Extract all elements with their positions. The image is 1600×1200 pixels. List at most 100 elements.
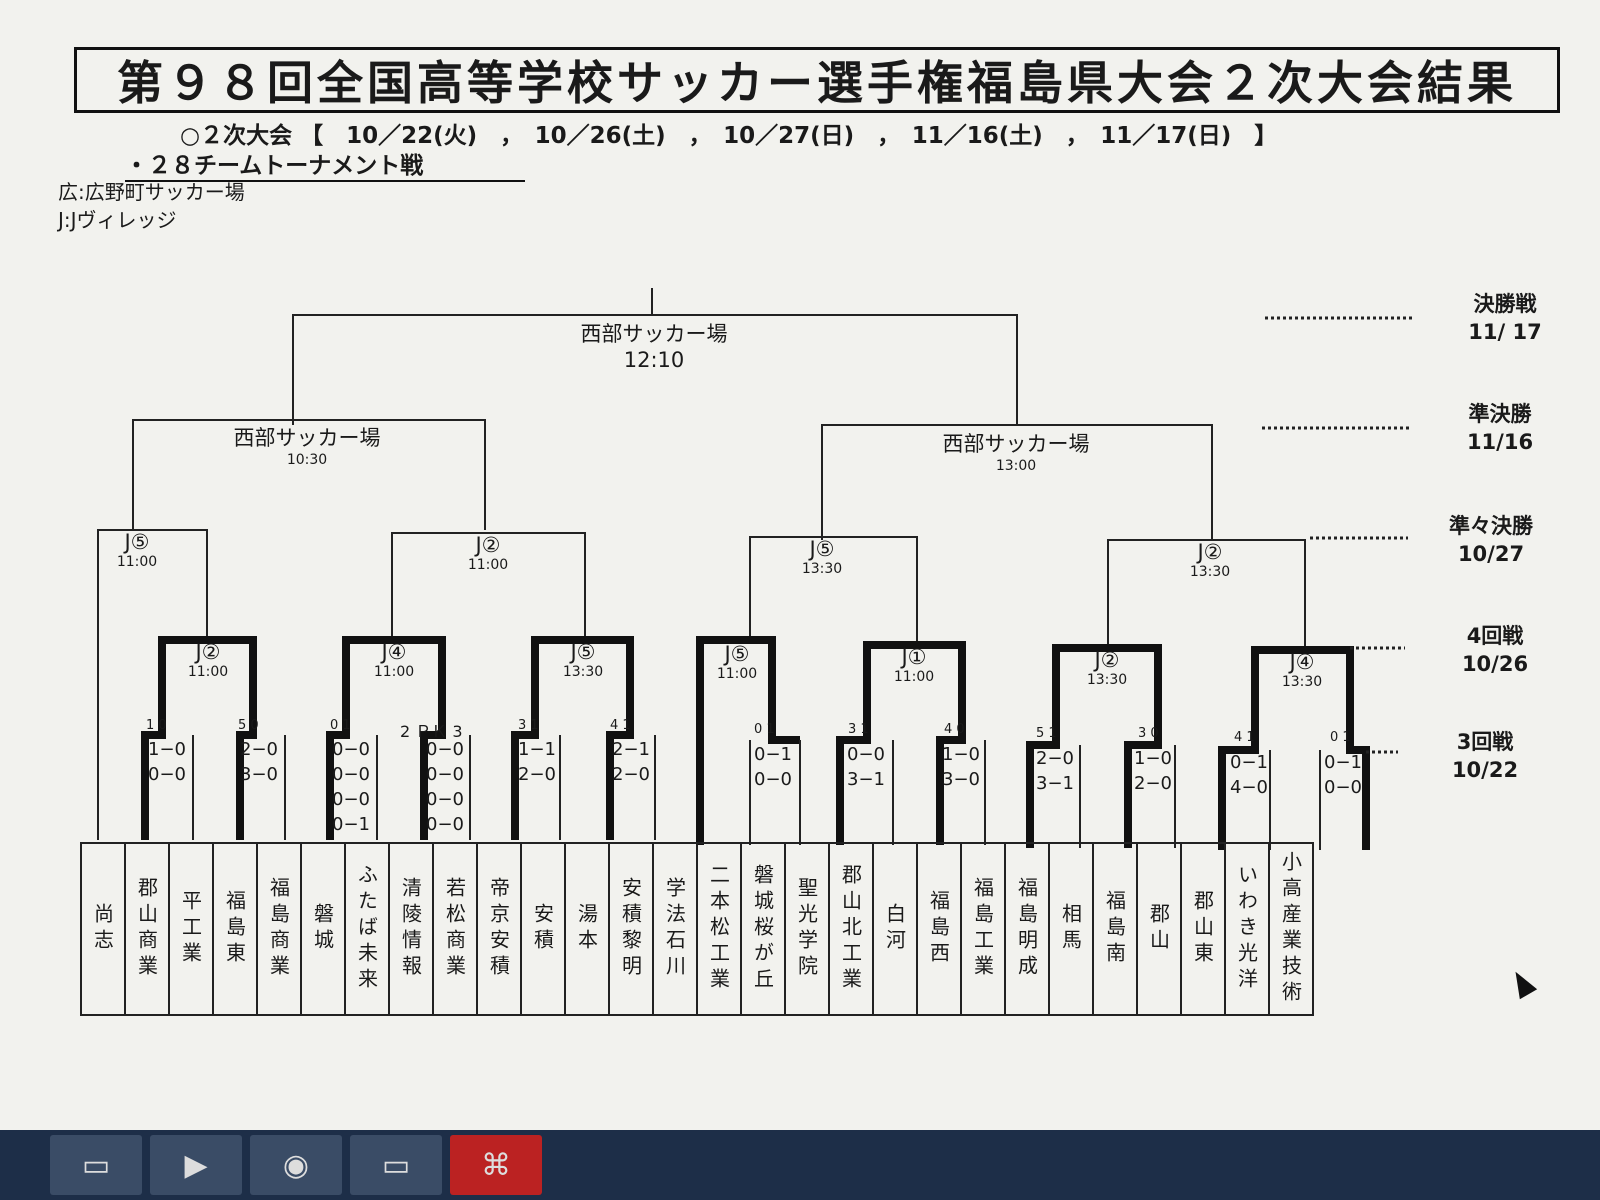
match-venue: J② (1190, 540, 1230, 564)
taskbar: ▭ ▶ ◉ ▭ ⌘ (0, 1130, 1600, 1200)
team-name: 磐城桜が丘 (742, 844, 786, 1014)
score-line: 0−0 (422, 762, 468, 787)
score-line: 2−0 (1130, 771, 1176, 796)
round-label-quarterfinal: 準々決勝 10/27 (1426, 512, 1556, 568)
round-date: 10/26 (1430, 650, 1560, 678)
team-name: 福島工業 (962, 844, 1006, 1014)
penalty-pair: 5 0 (238, 718, 259, 733)
team-name: 尚志 (82, 844, 126, 1014)
pdf-icon[interactable]: ⌘ (450, 1135, 542, 1195)
score-line: 3−1 (1032, 771, 1078, 796)
match-time: 13:30 (1087, 672, 1127, 688)
penalty-pair: 4 0 (944, 722, 965, 737)
team-name: 福島西 (918, 844, 962, 1014)
team-name: 若松商業 (434, 844, 478, 1014)
score-line: 2−0 (514, 762, 560, 787)
round-name: 決勝戦 (1440, 290, 1570, 318)
score-line: 0−0 (144, 762, 190, 787)
round4-match-3: J⑤ 13:30 (563, 640, 603, 680)
score-line: 0−0 (328, 737, 374, 762)
penalty-pair: 3 1 (518, 718, 539, 733)
round4-match-4: J⑤ 11:00 (717, 642, 757, 682)
score-line: 2−0 (1032, 746, 1078, 771)
round-label-round3: 3回戦 10/22 (1420, 728, 1550, 784)
score-box: 0−0 3−1 (843, 742, 889, 792)
score-line: 1−0 (938, 742, 984, 767)
team-name: 安積黎明 (610, 844, 654, 1014)
match-venue: J② (1087, 648, 1127, 672)
score-box: 2−0 3−1 (1032, 746, 1078, 796)
team-name: 磐城 (302, 844, 346, 1014)
penalty-pair: 4 1 (1234, 730, 1255, 745)
score-line: 0−0 (328, 762, 374, 787)
match-time: 13:30 (802, 561, 842, 577)
round-name: 3回戦 (1420, 728, 1550, 756)
round4-match-6: J② 13:30 (1087, 648, 1127, 688)
penalty-pair: 3 0 (1138, 726, 1159, 741)
match-venue: J⑤ (802, 537, 842, 561)
score-box: 0−1 4−0 (1226, 750, 1272, 800)
score-line: 2−1 (608, 737, 654, 762)
score-box: 2−1 2−0 (608, 737, 654, 787)
round-label-final: 決勝戦 11/ 17 (1440, 290, 1570, 346)
penalty-pair: 3 1 (848, 722, 869, 737)
chrome-icon[interactable]: ◉ (250, 1135, 342, 1195)
team-name: 福島明成 (1006, 844, 1050, 1014)
round-date: 11/16 (1435, 428, 1565, 456)
match-time: 12:10 (581, 348, 728, 372)
match-time: 11:00 (894, 669, 934, 685)
score-box: 1−0 2−0 (1130, 746, 1176, 796)
document-sheet: 第９８回全国高等学校サッカー選手権福島県大会２次大会結果 ○２次大会 【 10／… (0, 0, 1600, 1130)
team-name: 郡山商業 (126, 844, 170, 1014)
match-venue: J⑤ (717, 642, 757, 666)
match-venue: J⑤ (563, 640, 603, 664)
score-line: 1−0 (144, 737, 190, 762)
match-time: 11:00 (188, 664, 228, 680)
match-venue: J① (894, 645, 934, 669)
match-time: 13:00 (943, 458, 1090, 474)
semifinal-match-1: 西部サッカー場 10:30 (234, 422, 381, 468)
team-name: 福島商業 (258, 844, 302, 1014)
match-venue: 西部サッカー場 (943, 428, 1090, 458)
match-venue: J④ (1282, 650, 1322, 674)
score-box: 0−0 0−0 0−0 0−1 (328, 737, 374, 837)
team-name: 帝京安積 (478, 844, 522, 1014)
round-name: 4回戦 (1430, 622, 1560, 650)
folder-icon[interactable]: ▭ (50, 1135, 142, 1195)
match-venue: J④ (374, 640, 414, 664)
score-line: 0−0 (843, 742, 889, 767)
penalty-pair: 4 1 (610, 718, 631, 733)
penalty-pair: 0 1 (754, 722, 775, 737)
round4-match-7: J④ 13:30 (1282, 650, 1322, 690)
score-line: 0−0 (750, 767, 796, 792)
score-line: 3−0 (938, 767, 984, 792)
match-time: 13:30 (563, 664, 603, 680)
match-venue: 西部サッカー場 (581, 318, 728, 348)
round4-match-5: J① 11:00 (894, 645, 934, 685)
folder-icon[interactable]: ▭ (350, 1135, 442, 1195)
match-time: 13:30 (1190, 564, 1230, 580)
score-line: 4−0 (1226, 775, 1272, 800)
team-name: いわき光洋 (1226, 844, 1270, 1014)
match-time: 11:00 (374, 664, 414, 680)
score-line: 0−0 (422, 787, 468, 812)
score-line: 3−1 (843, 767, 889, 792)
score-line: 2−0 (236, 737, 282, 762)
score-line: 0−0 (1320, 775, 1366, 800)
match-venue: 西部サッカー場 (234, 422, 381, 452)
team-list: 尚志 郡山商業 平工業 福島東 福島商業 磐城 ふたば未来 清陵情報 若松商業 … (80, 842, 1314, 1016)
score-box: 0−1 0−0 (1320, 750, 1366, 800)
round-label-semifinal: 準決勝 11/16 (1435, 400, 1565, 456)
team-name: 学法石川 (654, 844, 698, 1014)
match-time: 11:00 (117, 554, 157, 570)
match-venue: J② (468, 533, 508, 557)
penalty-pair: 1 0 (146, 718, 167, 733)
score-line: 0−1 (1320, 750, 1366, 775)
team-name: 安積 (522, 844, 566, 1014)
team-name: 福島東 (214, 844, 258, 1014)
quarterfinal-match-1: J⑤ 11:00 (117, 530, 157, 570)
media-icon[interactable]: ▶ (150, 1135, 242, 1195)
round-date: 11/ 17 (1440, 318, 1570, 346)
team-name: 郡山北工業 (830, 844, 874, 1014)
score-line: 0−1 (750, 742, 796, 767)
